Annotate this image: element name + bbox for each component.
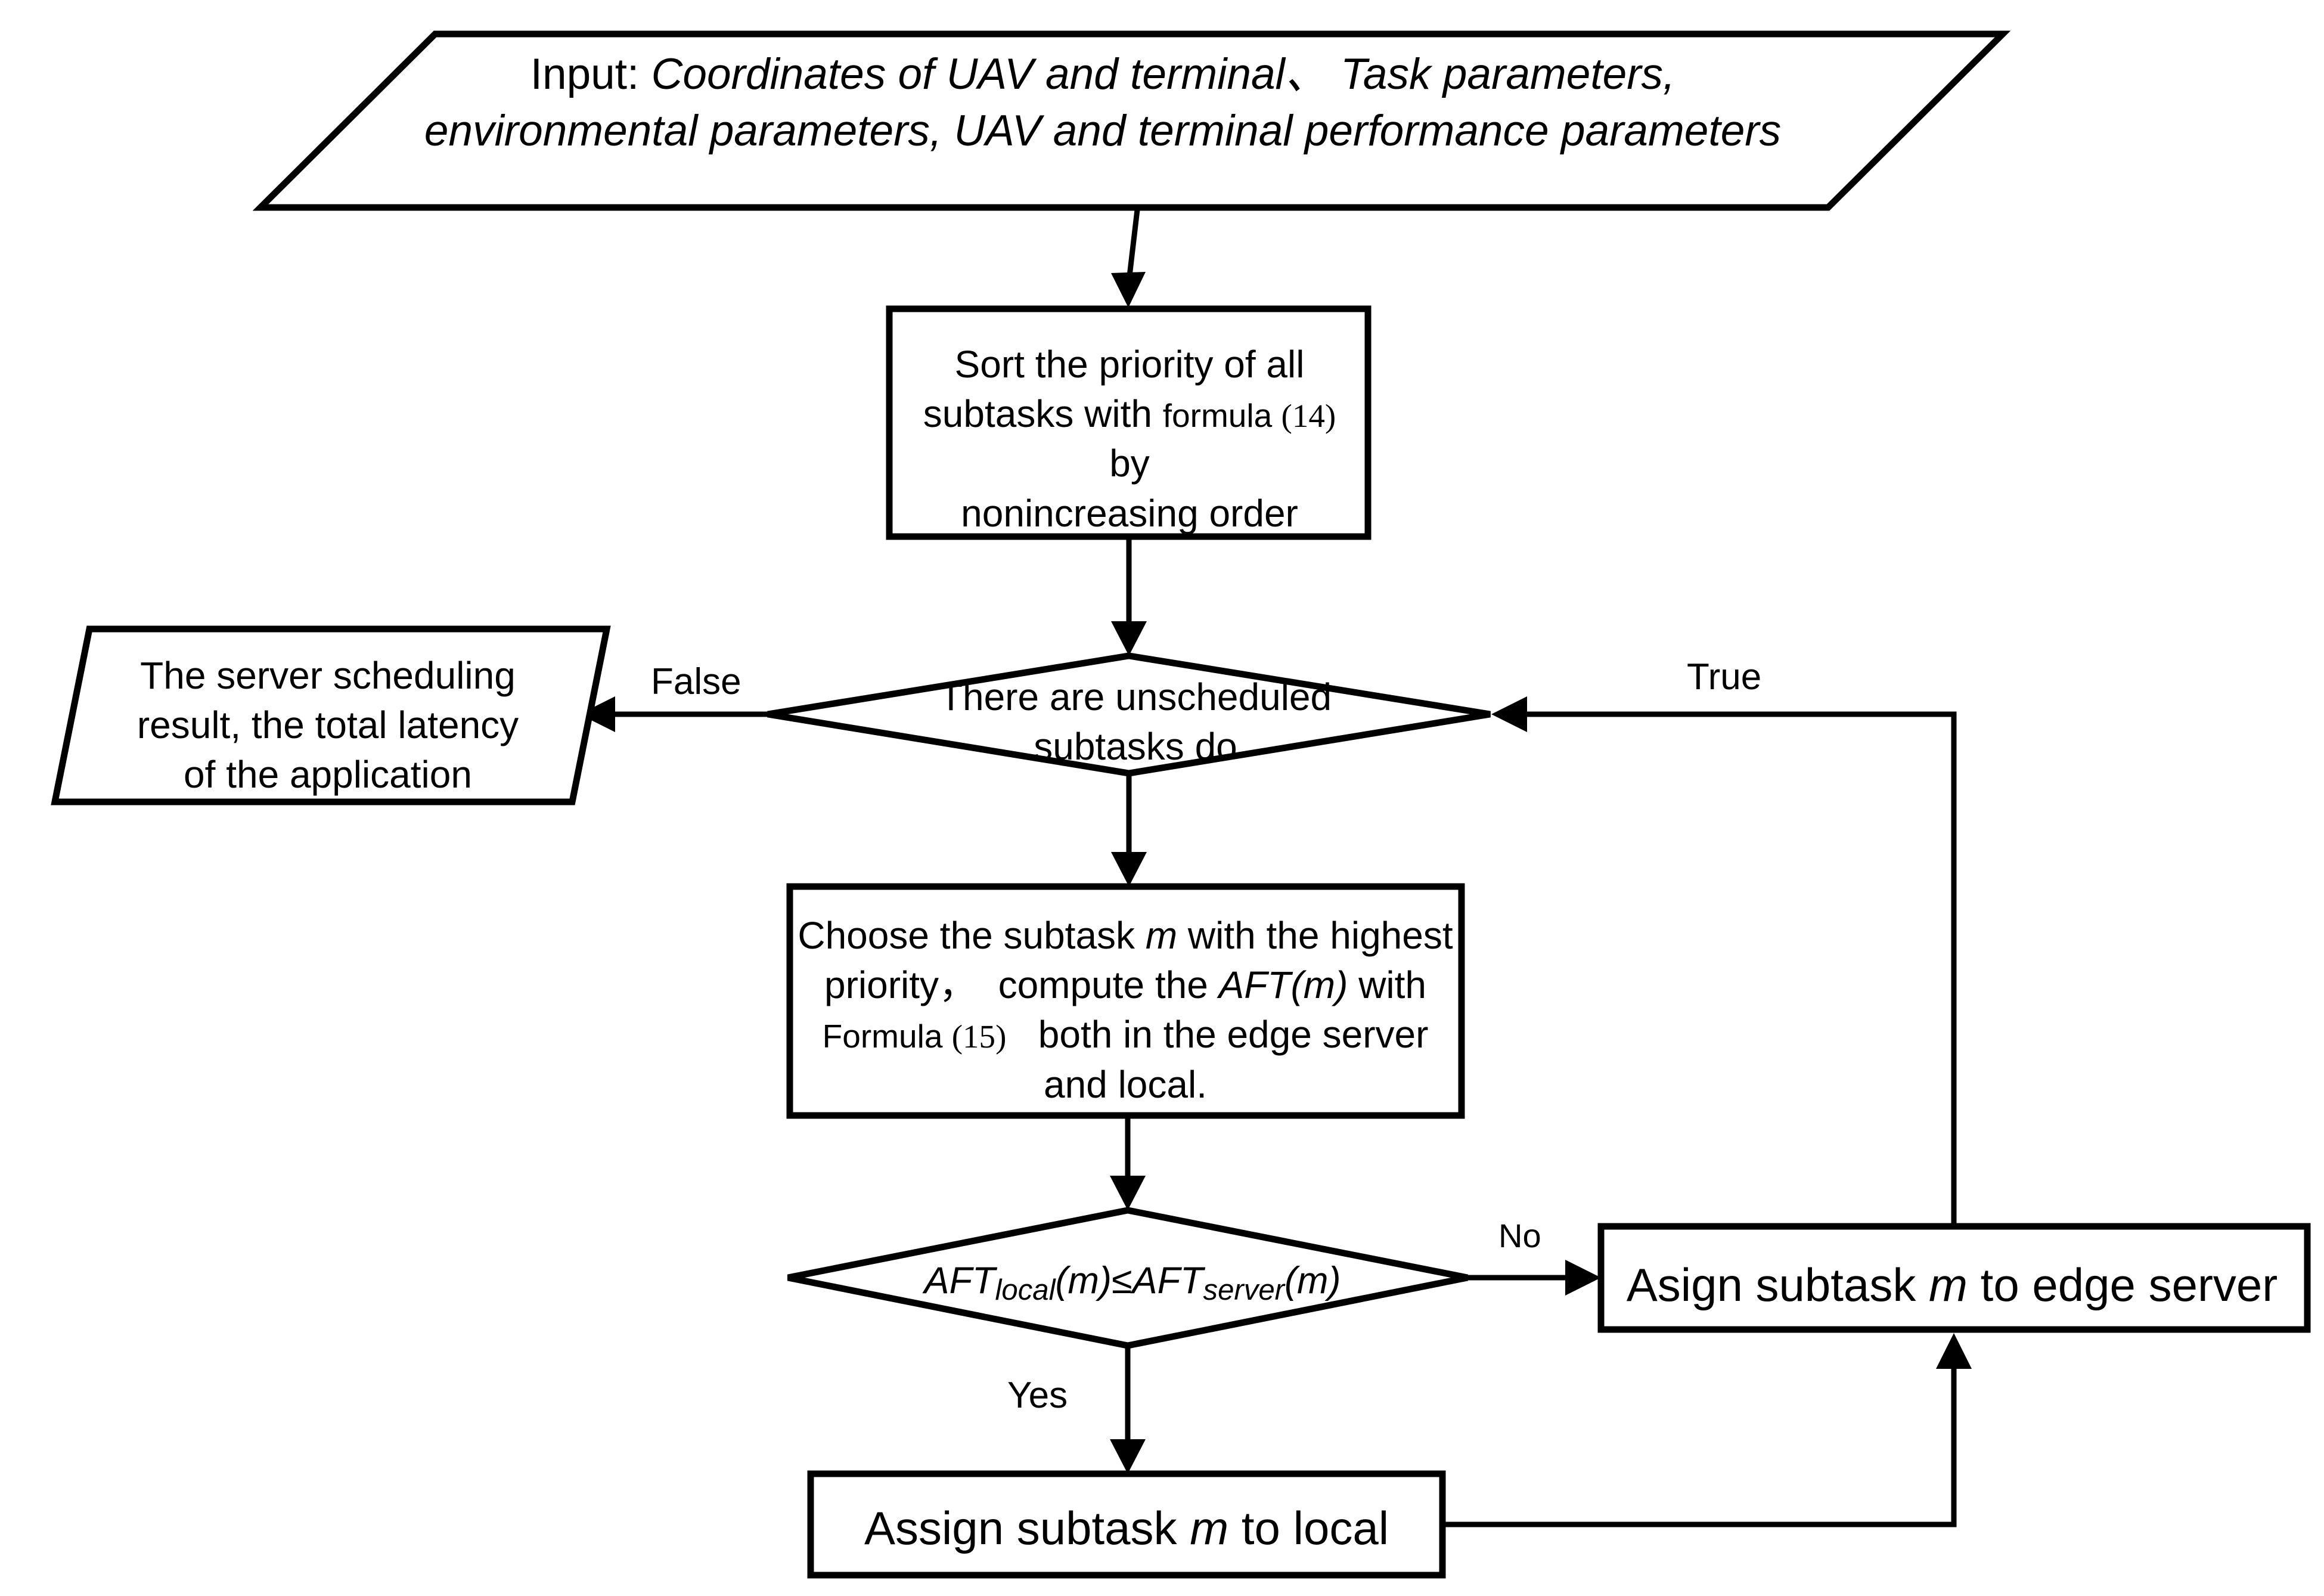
node-decision-aft-label: AFTlocal(m)≤AFTserver(m) xyxy=(846,1257,1419,1310)
sort-line2-b: by xyxy=(1109,392,1368,485)
choose-line3-formula: Formula xyxy=(822,1018,952,1055)
choose-line2-b: with xyxy=(1348,963,1426,1007)
edge-text-a: Asign subtask xyxy=(1626,1259,1929,1311)
decision1-line2: subtasks do xyxy=(1034,725,1237,768)
node-assign-edge-shape[interactable] xyxy=(1597,1223,2311,1333)
choose-line4: and local. xyxy=(1044,1062,1207,1106)
node-sort-shape[interactable] xyxy=(886,305,1372,540)
node-input-shape[interactable] xyxy=(252,30,2011,211)
sort-line3: nonincreasing order xyxy=(961,491,1298,535)
arrowhead-sort-to-decision1 xyxy=(1111,621,1147,656)
node-input-label: Input: Coordinates of UAV and terminal、 … xyxy=(298,47,1907,160)
local-text-a: Assign subtask xyxy=(864,1502,1190,1554)
node-sort-label: Sort the priority of all subtasks with fo… xyxy=(894,340,1365,538)
arrowhead-decision2-to-edge xyxy=(1565,1260,1601,1296)
edge-text-b: to edge server xyxy=(1967,1259,2278,1311)
aft-expr-b: (m)≤AFT xyxy=(1055,1260,1203,1301)
edge-label-no: No xyxy=(1498,1217,1541,1254)
choose-line1-a: Choose the subtask xyxy=(798,914,1146,957)
choose-line3-number: (15) xyxy=(951,1018,1007,1055)
aft-sub-server: server xyxy=(1203,1273,1285,1306)
output-line1: The server scheduling xyxy=(140,654,516,697)
arrowhead-local-to-edge xyxy=(1936,1333,1972,1369)
node-output-label: The server scheduling result, the total l… xyxy=(83,651,572,800)
arrowhead-edge-to-decision1 xyxy=(1491,696,1527,732)
edge-label-false: False xyxy=(651,661,741,702)
choose-line3-b: both in the edge server xyxy=(1006,1013,1429,1056)
local-text-b: to local xyxy=(1228,1502,1389,1554)
arrowhead-decision1-to-output xyxy=(579,696,615,732)
arrowhead-input-to-sort xyxy=(1111,272,1146,308)
input-prefix: Input: xyxy=(530,50,651,98)
sort-line2-formula: formula xyxy=(1162,397,1282,435)
local-var-m: m xyxy=(1190,1502,1229,1554)
node-choose-label: Choose the subtask m with the highest pri… xyxy=(795,911,1456,1110)
edge-label-yes: Yes xyxy=(1007,1375,1068,1416)
choose-var-m: m xyxy=(1145,914,1178,957)
output-line2: result, the total latency xyxy=(136,704,519,747)
node-assign-local-label: Assign subtask m to local xyxy=(823,1498,1431,1558)
input-line1: Coordinates of UAV and terminal、 Task pa… xyxy=(651,50,1675,98)
sort-line1: Sort the priority of all xyxy=(954,343,1305,386)
connector-local-to-edge xyxy=(1442,1359,1957,1527)
edge-label-true: True xyxy=(1687,656,1762,698)
aft-expr-c: (m) xyxy=(1284,1260,1341,1301)
arrowhead-decision2-to-local xyxy=(1110,1439,1146,1474)
aft-sub-local: local xyxy=(995,1273,1056,1306)
arrowhead-choose-to-decision2 xyxy=(1110,1176,1146,1210)
output-line3: of the application xyxy=(184,753,472,797)
choose-line1-b: with the highest xyxy=(1177,914,1453,957)
node-assign-edge-label: Asign subtask m to edge server xyxy=(1609,1255,2295,1315)
decision1-line1: There are unscheduled xyxy=(939,675,1332,718)
node-assign-local-shape[interactable] xyxy=(807,1470,1446,1579)
node-output-shape[interactable] xyxy=(51,625,611,805)
sort-line2-number: (14) xyxy=(1281,398,1336,435)
choose-line2-a: priority， compute the xyxy=(824,963,1219,1007)
input-line2: environmental parameters, UAV and termin… xyxy=(424,106,1782,155)
node-choose-shape[interactable] xyxy=(786,883,1465,1119)
arrowhead-decision1-to-choose xyxy=(1111,852,1147,887)
edge-var-m: m xyxy=(1929,1259,1968,1311)
node-decision-unscheduled-label: There are unscheduled subtasks do xyxy=(852,673,1419,771)
connector-edge-to-decision1 xyxy=(1514,711,1957,1226)
choose-var-aft: AFT(m) xyxy=(1218,963,1348,1007)
sort-line2-a: subtasks with xyxy=(923,392,1163,436)
aft-expr-a: AFT xyxy=(924,1260,995,1301)
